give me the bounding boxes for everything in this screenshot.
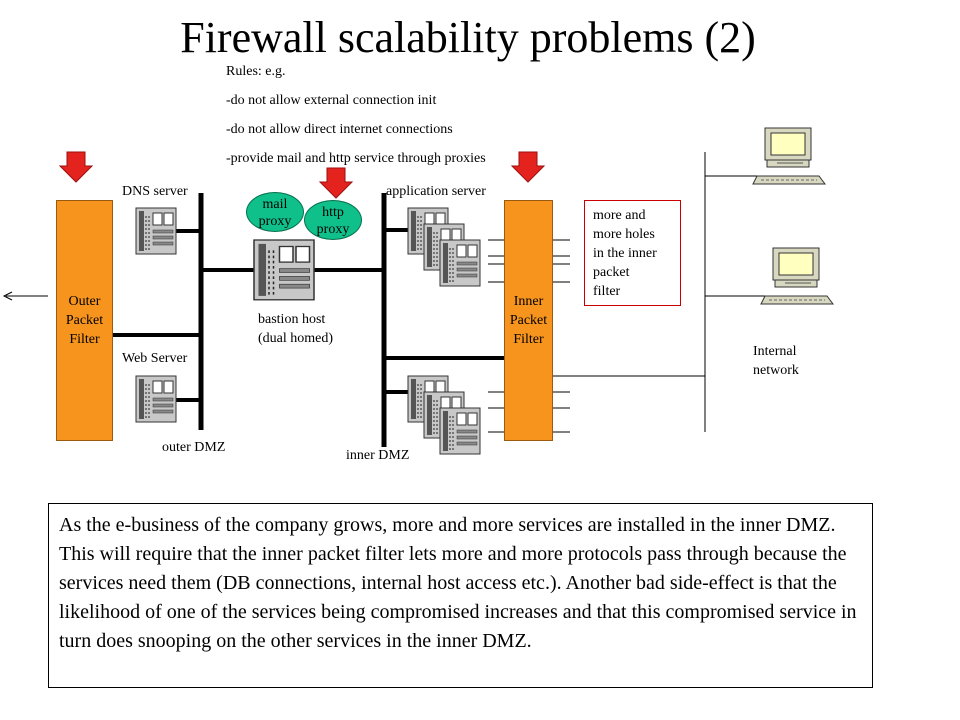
traffic-arrow-inner [511,151,545,183]
arrowhead-icon [2,291,13,301]
workstation-icon [752,127,826,185]
rule-item: -do not allow direct internet connection… [226,122,453,137]
inner-server-icon [439,407,481,455]
dns-server-icon [135,207,177,255]
bastion-host-label: bastion host [258,312,326,327]
bastion-host-sublabel: (dual homed) [258,331,334,346]
description-box: As the e-business of the company grows, … [48,503,873,688]
rules-heading: Rules: e.g. [226,64,286,79]
traffic-arrow-proxy [319,167,353,199]
slide-title: Firewall scalability problems (2) [180,13,756,62]
internal-network-label: Internal [753,344,797,359]
web-server-label: Web Server [122,351,188,366]
rule-item: -do not allow external connection init [226,93,437,108]
dns-server-label: DNS server [122,184,188,199]
web-server-icon [135,375,177,423]
inner-dmz-label: inner DMZ [346,448,410,463]
application-server-label: application server [386,184,486,199]
traffic-arrow-outer [59,151,93,183]
internal-network-sublabel: network [753,363,799,378]
workstation-icon [760,247,834,305]
app-server-icon [439,239,481,287]
rule-item: -provide mail and http service through p… [226,151,486,166]
bastion-host-icon [253,239,315,301]
outer-dmz-label: outer DMZ [162,440,226,455]
